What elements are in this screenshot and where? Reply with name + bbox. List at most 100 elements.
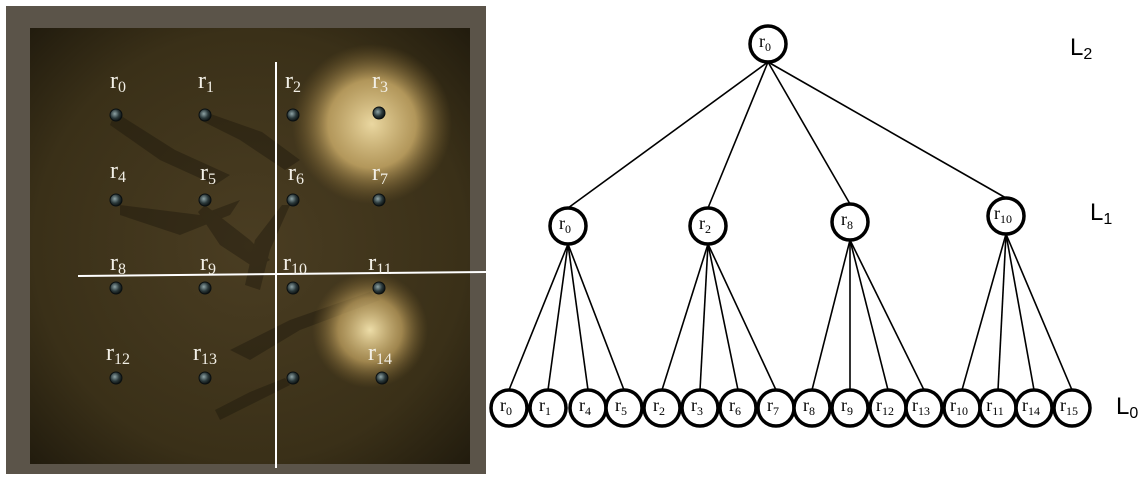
- robot-label: r5: [200, 160, 216, 188]
- robot-label: r13: [193, 340, 217, 368]
- robot-marker: [109, 371, 123, 385]
- tree-node-label: r10: [950, 395, 968, 418]
- tree-node-circle: [604, 388, 644, 428]
- tree-node-label: r3: [691, 395, 703, 418]
- robot-label: r6: [288, 160, 304, 188]
- tree-node-label: r0: [500, 395, 512, 418]
- tree-node-circle: [688, 206, 728, 246]
- robot-label: r10: [283, 250, 307, 278]
- robot-marker: [109, 281, 123, 295]
- tree-node-label: r12: [876, 395, 894, 418]
- robot-marker: [286, 108, 300, 122]
- tree-edge: [767, 61, 1007, 199]
- tree-node-label: r2: [653, 395, 665, 418]
- tree-edge: [699, 243, 709, 391]
- tree-node-label: r2: [699, 213, 711, 236]
- tree-edge: [1005, 233, 1035, 391]
- tree-edge: [508, 243, 569, 391]
- tree-node-circle: [528, 388, 568, 428]
- robot-markers: [109, 106, 389, 385]
- robot-marker: [372, 106, 386, 120]
- tree-node-label: r9: [841, 395, 853, 418]
- tree-node-circle: [830, 202, 870, 242]
- tree-node-level0: r3: [680, 388, 720, 428]
- tree-edge: [1005, 233, 1073, 391]
- tree-node-level0: r14: [1014, 388, 1054, 428]
- tree-node-label: r6: [729, 395, 741, 418]
- tree-node-circle: [792, 388, 832, 428]
- tree-edge: [707, 61, 769, 209]
- tree-edge: [997, 233, 1007, 391]
- robot-label: r4: [110, 158, 126, 186]
- hierarchy-tree: r0 r0 r2 r8 r10 r0 r1 r4 r5 r2 r3 r6 r7 r8 r9 r12 r13 r10…: [489, 24, 1138, 428]
- robot-label: r14: [368, 340, 392, 368]
- tree-node-circle: [904, 388, 944, 428]
- robot-label: r11: [368, 250, 391, 278]
- tree-node-circle: [680, 388, 720, 428]
- robot-label: r12: [106, 340, 130, 368]
- robot-marker: [372, 193, 386, 207]
- robot-marker: [286, 193, 300, 207]
- tree-edge: [849, 239, 889, 391]
- robot-marker: [372, 281, 386, 295]
- tree-node-label: r8: [841, 209, 853, 232]
- tree-node-level0: r1: [528, 388, 568, 428]
- level-label: L1: [1090, 199, 1112, 228]
- robot-marker: [375, 371, 389, 385]
- tree-node-level1: r10: [986, 196, 1026, 236]
- robot-label: r1: [198, 68, 214, 96]
- tree-edges: [508, 61, 1073, 391]
- robot-marker: [198, 281, 212, 295]
- tree-edge: [767, 61, 851, 205]
- tree-edge: [811, 239, 851, 391]
- tree-node-circle: [1052, 388, 1092, 428]
- robot-marker: [109, 193, 123, 207]
- tree-node-level0: r9: [830, 388, 870, 428]
- tree-node-level0: r0: [489, 388, 529, 428]
- tree-node-label: r10: [994, 203, 1012, 226]
- tree-edge: [849, 239, 925, 391]
- tree-node-level0: r6: [718, 388, 758, 428]
- tree-node-level0: r11: [978, 388, 1018, 428]
- tree-node-label: r13: [912, 395, 930, 418]
- tree-node-label: r14: [1022, 395, 1040, 418]
- tree-node-circle: [718, 388, 758, 428]
- tree-node-circle: [489, 388, 529, 428]
- tree-node-label: r4: [579, 395, 591, 418]
- light-spot-lower: [312, 272, 428, 388]
- level-label: L2: [1070, 34, 1092, 63]
- tree-node-circle: [986, 196, 1026, 236]
- robot-marker: [286, 371, 300, 385]
- tree-node-level0: r10: [942, 388, 982, 428]
- tree-node-label: r8: [803, 395, 815, 418]
- tree-node-label: r0: [759, 31, 771, 54]
- tree-node-level1: r8: [830, 202, 870, 242]
- robot-label: r9: [200, 250, 216, 278]
- tree-edge: [547, 243, 569, 391]
- tree-node-level0: r4: [568, 388, 608, 428]
- robot-label: r2: [285, 68, 301, 96]
- robot-label: r3: [372, 68, 388, 96]
- tree-node-level0: r13: [904, 388, 944, 428]
- robot-marker: [109, 108, 123, 122]
- tree-edge: [567, 243, 625, 391]
- tree-node-level1: r0: [548, 206, 588, 246]
- tree-node-label: r0: [559, 213, 571, 236]
- tree-node-root: r0: [748, 24, 788, 64]
- robot-label: r7: [372, 160, 388, 188]
- partition-horizontal-line: [77, 271, 487, 277]
- tree-node-level0: r5: [604, 388, 644, 428]
- robot-marker: [198, 108, 212, 122]
- tree-edge: [961, 233, 1007, 391]
- tree-node-level0: r2: [642, 388, 682, 428]
- tree-node-label: r15: [1060, 395, 1078, 418]
- light-spot-upper: [292, 44, 452, 204]
- tree-node-circle: [548, 206, 588, 246]
- robot-marker: [286, 281, 300, 295]
- tree-node-label: r11: [986, 395, 1004, 418]
- tree-node-circle: [642, 388, 682, 428]
- tree-node-level1: r2: [688, 206, 728, 246]
- tree-node-level0: r7: [756, 388, 796, 428]
